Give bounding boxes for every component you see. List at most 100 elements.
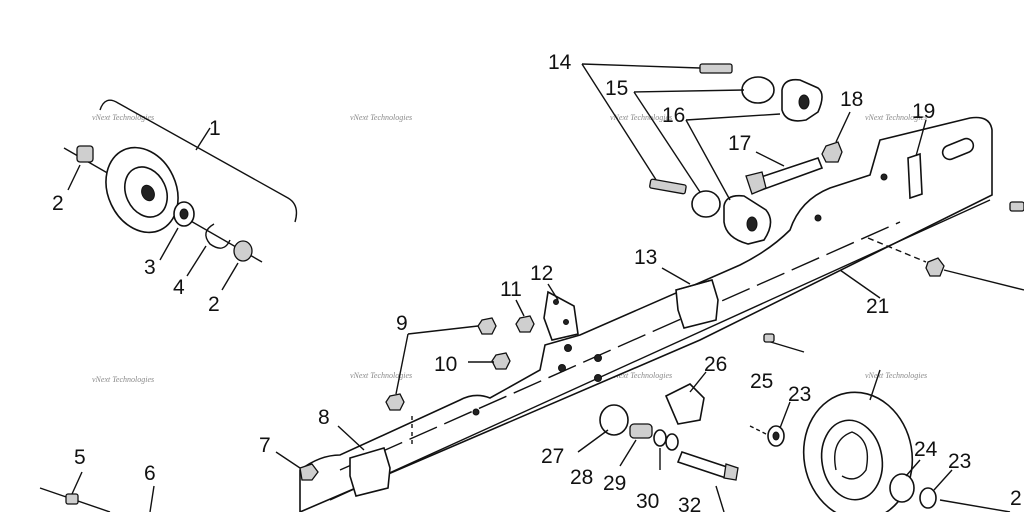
leader-11 bbox=[515, 299, 525, 317]
leader-12 bbox=[547, 283, 559, 301]
label-6: 6 bbox=[144, 462, 156, 485]
wheel-right-hub bbox=[820, 419, 884, 501]
label-19: 19 bbox=[912, 100, 935, 123]
watermark-text: vNext Technologies bbox=[350, 113, 412, 122]
bumper-13 bbox=[675, 279, 719, 329]
bumper-8 bbox=[349, 447, 391, 497]
label-10: 10 bbox=[434, 353, 457, 376]
washer-29 bbox=[653, 429, 667, 447]
washer-23-right bbox=[919, 487, 937, 509]
plate-hole bbox=[563, 319, 569, 325]
label-12: 12 bbox=[530, 262, 553, 285]
leader-23b bbox=[933, 469, 953, 491]
leader-6 bbox=[149, 485, 155, 512]
nut-leader-right bbox=[943, 269, 1024, 291]
bumper-blocks bbox=[337, 267, 719, 497]
leader-19 bbox=[915, 119, 927, 157]
plate-12 bbox=[543, 290, 579, 341]
rail-edge bbox=[329, 199, 991, 501]
label-25: 25 bbox=[750, 370, 773, 393]
leader-9b bbox=[395, 333, 409, 395]
bushing-15-bottom bbox=[691, 190, 721, 218]
label-9: 9 bbox=[396, 312, 408, 335]
wheel-spiral bbox=[834, 431, 869, 480]
nut-11 bbox=[515, 315, 535, 333]
callout-labels: 1 2 2 3 4 5 6 7 8 9 10 11 12 13 14 15 16… bbox=[52, 51, 1022, 512]
rail-hole bbox=[594, 354, 602, 362]
label-15: 15 bbox=[605, 77, 628, 100]
nut-9-upper bbox=[477, 317, 497, 335]
washer-hole bbox=[772, 431, 780, 441]
label-3: 3 bbox=[144, 256, 156, 279]
label-2: 2 bbox=[52, 192, 64, 215]
watermark-text: vNext Technologies bbox=[92, 113, 154, 122]
watermark-text: vNext Technologies bbox=[610, 371, 672, 380]
label-11: 11 bbox=[500, 278, 522, 301]
leader-15b bbox=[633, 91, 701, 193]
rail-hidden-line bbox=[339, 221, 901, 471]
watermark-text: vNext Technologies bbox=[92, 375, 154, 384]
watermark-text: vNext Technologies bbox=[865, 113, 927, 122]
nut-18 bbox=[821, 141, 843, 163]
label-7: 7 bbox=[259, 434, 271, 457]
leader-7 bbox=[275, 451, 301, 469]
upper-hardware bbox=[581, 63, 1024, 291]
leader-24 bbox=[905, 459, 921, 477]
bracket-line bbox=[99, 99, 298, 223]
rail-hole bbox=[472, 408, 480, 416]
bolt-25 bbox=[763, 333, 775, 343]
bumper-top bbox=[675, 279, 713, 291]
washer-30 bbox=[665, 433, 679, 451]
bolt-14-bottom bbox=[649, 178, 687, 195]
sleeve-28 bbox=[629, 423, 653, 439]
slide-rail bbox=[299, 116, 993, 512]
label-29: 29 bbox=[603, 472, 626, 495]
leader-2 bbox=[67, 164, 81, 191]
leader-23 bbox=[779, 401, 791, 429]
block-16-hole bbox=[746, 216, 758, 232]
watermark-text: vNext Technologies bbox=[865, 371, 927, 380]
bolt-head bbox=[76, 145, 94, 163]
leader-16a bbox=[685, 113, 781, 121]
label-27: 27 bbox=[541, 445, 564, 468]
axle-right bbox=[939, 499, 1011, 512]
label-23: 23 bbox=[788, 383, 811, 406]
rail-hole bbox=[564, 344, 572, 352]
block-16-bottom bbox=[723, 194, 772, 245]
spacer-24 bbox=[889, 473, 915, 503]
leader-32 bbox=[715, 485, 725, 512]
watermark-text: vNext Technologies bbox=[350, 371, 412, 380]
label-1: 1 bbox=[209, 117, 221, 140]
bolt-right bbox=[1009, 201, 1024, 212]
label-2: 2 bbox=[208, 293, 220, 316]
leader-8 bbox=[337, 425, 365, 451]
nut-right bbox=[925, 257, 945, 277]
label-17: 17 bbox=[728, 132, 751, 155]
leader-4 bbox=[186, 245, 207, 277]
leader-28 bbox=[619, 439, 637, 467]
bushing-15-top bbox=[741, 76, 775, 104]
label-30: 30 bbox=[636, 490, 659, 512]
leader-1 bbox=[195, 127, 211, 151]
bearing-center bbox=[179, 208, 189, 220]
leader-2b bbox=[221, 262, 239, 291]
bracket-26 bbox=[664, 383, 705, 425]
label-18: 18 bbox=[840, 88, 863, 111]
leader-27 bbox=[577, 429, 609, 453]
wheel-bore bbox=[141, 184, 155, 202]
plate-hole bbox=[553, 299, 559, 305]
nut-7 bbox=[299, 463, 319, 481]
label-5: 5 bbox=[74, 446, 86, 469]
leader-21 bbox=[839, 269, 881, 299]
block-16-hole bbox=[798, 94, 810, 110]
label-26: 26 bbox=[704, 353, 727, 376]
rail-hole bbox=[558, 364, 566, 372]
label-4: 4 bbox=[173, 276, 185, 299]
leader-right-top bbox=[869, 369, 881, 401]
bolt-14-top bbox=[699, 63, 733, 74]
leader-16b bbox=[685, 119, 731, 201]
rail-hole bbox=[814, 214, 822, 222]
lower-hardware bbox=[577, 333, 805, 512]
